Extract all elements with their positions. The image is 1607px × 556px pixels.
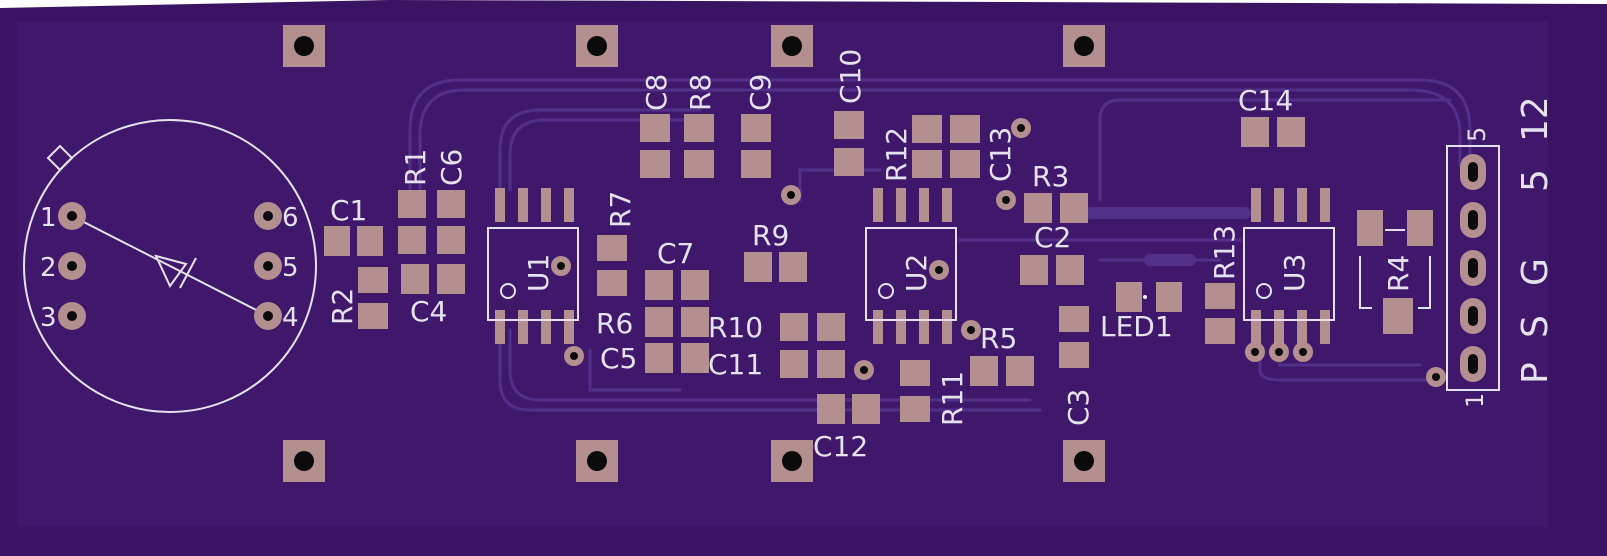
- sensor-pin-3-label: 3: [40, 303, 57, 333]
- label-r12: R12: [880, 127, 913, 182]
- label-r3: R3: [1032, 160, 1069, 193]
- sensor-pin-2-label: 2: [40, 253, 57, 283]
- connector-label-5: 5: [1515, 169, 1556, 192]
- connector-label-g: G: [1515, 258, 1556, 286]
- sensor-pins: [58, 202, 282, 330]
- mounting-hole: [1063, 440, 1105, 482]
- mounting-hole: [1063, 25, 1105, 67]
- label-r8: R8: [684, 74, 717, 111]
- mounting-hole: [283, 440, 325, 482]
- label-u1: U1: [522, 254, 555, 292]
- connector: [1446, 145, 1500, 391]
- label-r2: R2: [326, 288, 359, 325]
- label-c12: C12: [813, 430, 868, 463]
- label-r6: R6: [596, 307, 633, 340]
- label-u2: U2: [900, 254, 933, 292]
- connector-label-p: P: [1515, 362, 1556, 384]
- label-r4: R4: [1382, 255, 1415, 292]
- label-c10: C10: [834, 49, 867, 104]
- led-polarity-dot: [1143, 295, 1147, 299]
- label-r1: R1: [399, 149, 432, 186]
- mounting-hole: [576, 25, 618, 67]
- label-c14: C14: [1238, 84, 1293, 117]
- label-c5: C5: [600, 342, 637, 375]
- label-c1: C1: [330, 194, 367, 227]
- connector-pin-1-label: 1: [1461, 393, 1489, 408]
- label-r13: R13: [1208, 225, 1241, 280]
- connector-labels: 1 5 P S G 5 12: [1461, 96, 1556, 408]
- label-c11: C11: [708, 348, 763, 381]
- mounting-holes: [283, 25, 1105, 482]
- label-u3: U3: [1278, 254, 1311, 292]
- label-r9: R9: [752, 219, 789, 252]
- sensor-pin-6-label: 6: [282, 203, 299, 233]
- sensor-pin-4-label: 4: [282, 303, 299, 333]
- label-c13: C13: [984, 127, 1017, 182]
- label-r11: R11: [936, 371, 969, 426]
- sensor-pin-5-label: 5: [282, 253, 299, 283]
- label-c8: C8: [640, 74, 673, 111]
- label-c2: C2: [1034, 221, 1071, 254]
- label-c7: C7: [657, 237, 694, 270]
- mounting-hole: [771, 440, 813, 482]
- mounting-hole: [771, 25, 813, 67]
- connector-pin-5-label: 5: [1463, 127, 1491, 142]
- silkscreen-labels: C1 R1 C6 R2 C4 U1 R7 C7 R6 C5 C8 R8 C9 C…: [326, 49, 1415, 463]
- trace-layer-wide: [1084, 207, 1251, 266]
- connector-label-12: 12: [1515, 96, 1556, 142]
- ic-outlines: [487, 227, 1431, 321]
- label-r7: R7: [604, 191, 637, 228]
- sensor-pin-1-label: 1: [40, 203, 57, 233]
- label-c9: C9: [744, 74, 777, 111]
- vias: [551, 118, 1446, 387]
- label-r10: R10: [708, 311, 763, 344]
- connector-label-s: S: [1515, 315, 1556, 338]
- label-c4: C4: [410, 295, 447, 328]
- label-led1: LED1: [1100, 310, 1173, 343]
- smd-pads: [324, 111, 1433, 424]
- label-c3: C3: [1062, 389, 1095, 426]
- label-c6: C6: [435, 149, 468, 186]
- sensor-footprint: 1 2 3 6 5 4: [23, 119, 317, 413]
- mounting-hole: [283, 25, 325, 67]
- label-r5: R5: [980, 322, 1017, 355]
- mounting-hole: [576, 440, 618, 482]
